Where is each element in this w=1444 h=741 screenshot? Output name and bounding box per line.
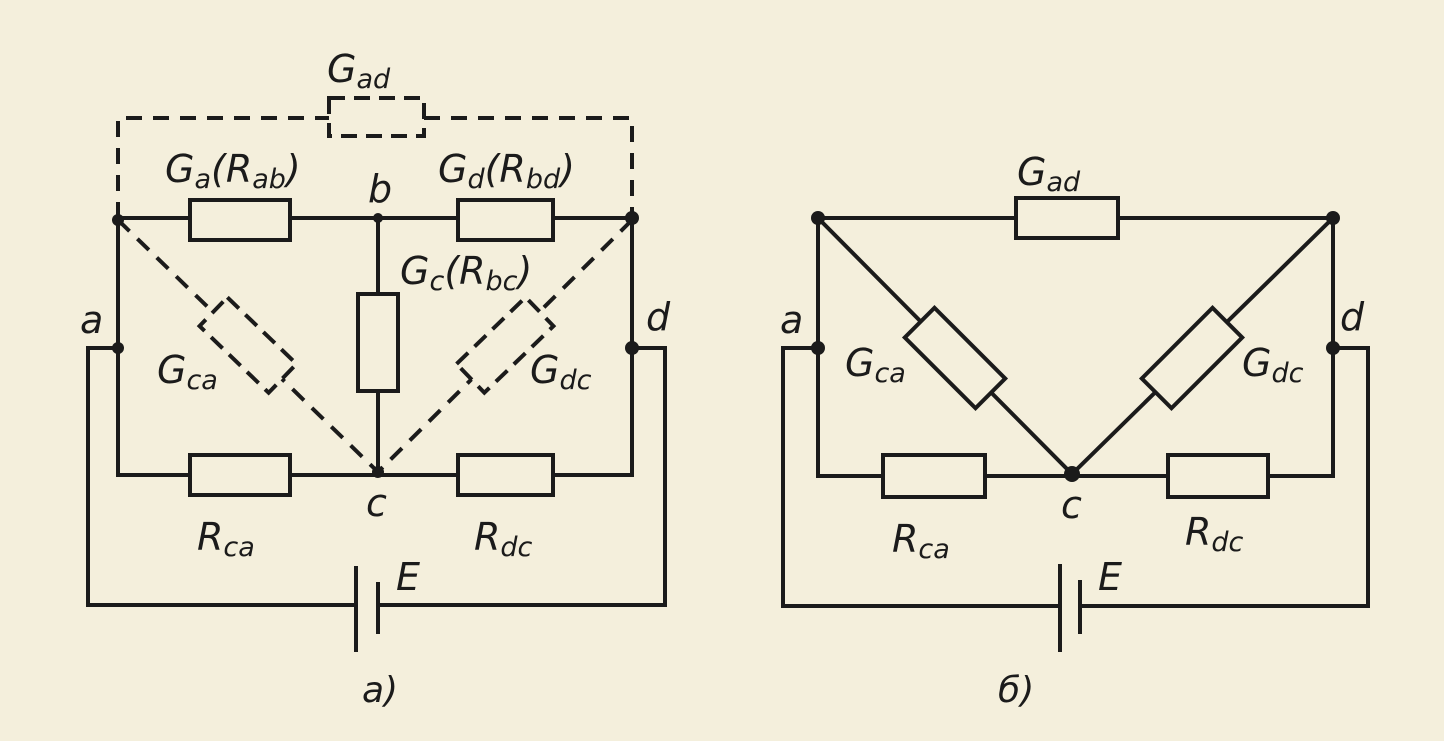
label-rca: Rca bbox=[197, 515, 255, 563]
node-d-top bbox=[625, 211, 639, 225]
label-gad-b: Gad bbox=[1017, 150, 1081, 198]
caption-a: а) bbox=[362, 670, 398, 711]
wire-battery-loop bbox=[86, 346, 667, 607]
node-a bbox=[112, 342, 124, 354]
node-a-top-b bbox=[811, 211, 825, 225]
label-d-b: d bbox=[1340, 295, 1365, 339]
label-a: a bbox=[80, 298, 103, 342]
caption-b: б) bbox=[998, 670, 1034, 711]
wire-gdc-dashed bbox=[376, 218, 634, 474]
label-gca: Gca bbox=[157, 348, 218, 396]
wire-gad-dashed bbox=[116, 116, 634, 218]
resistor-gca-b bbox=[901, 304, 1009, 412]
node-b bbox=[373, 213, 383, 223]
resistor-gad-dashed bbox=[327, 96, 426, 138]
diagram-a: Gad Ga(Rab) b Gd(Rbd) Gc(Rbc) a d Gca Gd… bbox=[80, 47, 671, 711]
label-gdc-b: Gdc bbox=[1242, 341, 1304, 389]
node-a-b bbox=[811, 341, 825, 355]
diagram-b: Gad a d Gca Gdc c Rca Rdc E б) bbox=[780, 150, 1370, 711]
resistor-rca-b bbox=[881, 453, 987, 499]
wire-gca-dashed bbox=[116, 218, 380, 474]
node-d bbox=[625, 341, 639, 355]
wire-battery-loop-b bbox=[781, 346, 1370, 608]
label-gad: Gad bbox=[327, 47, 391, 95]
label-gdc: Gdc bbox=[530, 348, 592, 396]
label-rdc: Rdc bbox=[474, 515, 533, 563]
resistor-gd bbox=[456, 198, 555, 242]
label-gca-b: Gca bbox=[845, 341, 906, 389]
label-e: E bbox=[396, 555, 420, 599]
node-c-b bbox=[1064, 466, 1080, 482]
label-ga-rab: Ga(Rab) bbox=[165, 147, 301, 195]
node-c bbox=[372, 466, 384, 478]
label-c: c bbox=[366, 481, 387, 525]
label-gd-rbd: Gd(Rbd) bbox=[438, 147, 575, 195]
resistor-rdc bbox=[456, 453, 555, 497]
label-gc-rbc: Gc(Rbc) bbox=[400, 249, 532, 297]
resistor-gca-dashed bbox=[196, 294, 300, 396]
node-a-top bbox=[112, 214, 124, 226]
label-b: b bbox=[368, 167, 392, 211]
resistor-rdc-b bbox=[1166, 453, 1270, 499]
resistor-gad-b bbox=[1014, 196, 1120, 240]
node-d-b bbox=[1326, 341, 1340, 355]
node-d-top-b bbox=[1326, 211, 1340, 225]
label-a-b: a bbox=[780, 298, 803, 342]
resistor-gdc-b bbox=[1138, 304, 1246, 412]
resistor-gc bbox=[356, 292, 400, 393]
label-rca-b: Rca bbox=[892, 517, 950, 565]
resistor-rca bbox=[188, 453, 292, 497]
label-rdc-b: Rdc bbox=[1185, 510, 1244, 558]
label-d: d bbox=[646, 295, 671, 339]
label-e-b: E bbox=[1098, 555, 1122, 599]
label-c-b: c bbox=[1061, 483, 1082, 527]
resistor-ga bbox=[188, 198, 292, 242]
